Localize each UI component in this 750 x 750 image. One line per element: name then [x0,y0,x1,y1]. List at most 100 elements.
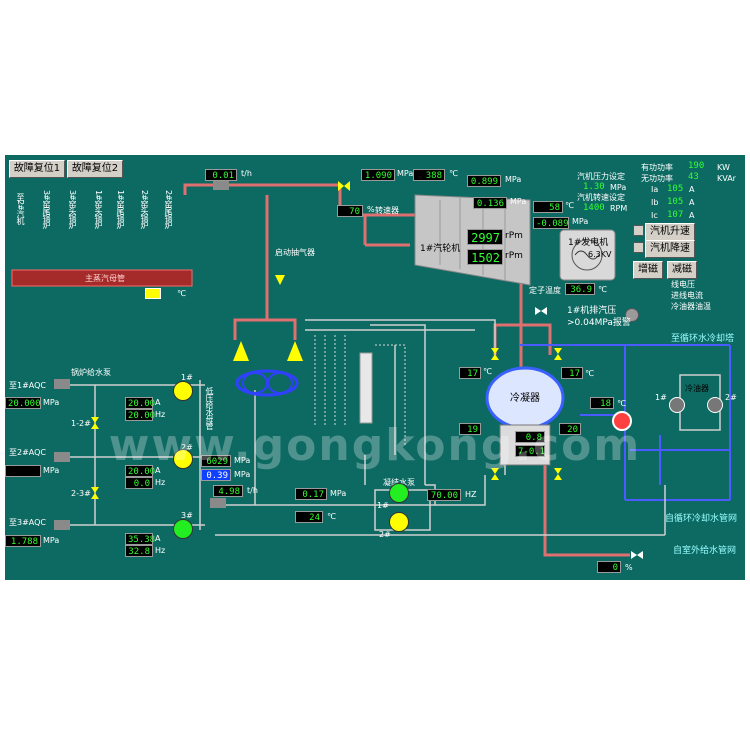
steam-flow-unit: t/h [241,169,252,178]
feed-valve-1-2-icon[interactable] [91,417,99,429]
main-steam-header-label: 主蒸汽母管 [85,274,125,283]
feed-line-3-unit: MPa [43,536,60,545]
feed-pump-2-current-unit: A [155,466,161,475]
feed-valve-2-3-icon[interactable] [91,487,99,499]
current-ic-value: 107 [667,210,684,220]
turbine-inlet-pressure: 0.136 [473,197,507,209]
exhaust-alarm-line-1: 1#机排汽压 [567,306,617,316]
feed-line-1-label: 至1#AQC [9,381,47,390]
condenser-valve-bl-icon[interactable] [491,468,499,480]
current-ib-unit: A [689,198,695,207]
outside-flow-unit: % [625,563,633,572]
main-steam-right-pressure: 0.899 [467,175,501,187]
feed-pump-3-freq-unit: Hz [155,546,166,555]
header-boiler-label: 2#窑头锅炉 [140,190,149,228]
feed-pump-label: 锅炉给水泵 [71,368,111,377]
active-power-label: 有功功率 [641,163,673,172]
current-ic-label: Ic [651,211,658,220]
header-temp-unit: ℃ [177,289,186,298]
condenser-valve-tr-icon[interactable] [554,348,562,360]
condensate-pressure: 0.17 [295,488,327,500]
condensate-pump-1-icon[interactable] [389,483,409,503]
start-ejector-label: 启动抽气器 [275,248,315,257]
pressure-setpoint-value[interactable]: 1.30 [583,182,605,192]
scada-panel: 故障复位1 故障复位2 至2#汽机 3#窑尾锅炉 3#窑头锅炉 1#窑头锅炉 1… [5,155,745,580]
feed-pump-2-freq: 0.0 [125,477,153,489]
current-ia-label: Ia [651,185,659,194]
feed-header-pressure: 6029 [201,455,231,467]
indicator-line-current: 进线电流 [671,291,703,300]
oil-cooler-pump-2-label: 2# [725,393,737,402]
alarm-lamp-icon [625,308,639,322]
outside-water-label: 自室外给水管网 [673,546,737,556]
generator-label: 1#发电机 [568,238,609,248]
outside-water-valve-icon[interactable] [631,551,643,559]
indicator-line-voltage: 线电压 [671,280,695,289]
condenser-mid-temp-unit: ℃ [617,399,626,408]
cooling-tower-label: 至循环水冷却塔 [671,334,735,344]
reactive-power-value: 43 [688,172,699,182]
current-ia-value: 105 [667,184,684,194]
ejector-left-icon [233,341,249,361]
pressure-setpoint-unit: MPa [610,183,627,192]
turbine-down-checkbox[interactable] [633,242,644,253]
circulating-pump-icon[interactable] [612,411,632,431]
turbine-speed-1: 2997 [467,229,503,245]
fault-reset-1-button[interactable]: 故障复位1 [9,160,65,178]
condensate-temp: 24 [295,511,323,523]
turbine-label: 1#汽轮机 [420,244,461,254]
turbine-speed-2: 1502 [467,249,503,265]
feed-pump-1-current: 20.00 [125,397,155,409]
speed-setpoint-value[interactable]: 1400 [583,203,605,213]
excite-button[interactable]: 增磁 [633,261,663,279]
condensate-pressure-unit: MPa [330,489,347,498]
turbine-up-button[interactable]: 汽机升速 [645,223,695,241]
de-excite-button[interactable]: 减磁 [667,261,697,279]
exhaust-valve-icon[interactable] [535,307,547,315]
condenser-level-2: 7-0.1 [515,445,545,457]
feed-pump-3-freq: 32.8 [125,545,153,557]
feed-pump-1-freq-unit: Hz [155,410,166,419]
feed-line-1-pressure: 20.000 [5,397,41,409]
condenser-temp-right: 17 [561,367,583,379]
condenser-valve-tl-icon[interactable] [491,348,499,360]
header-status-indicator [145,288,161,299]
turbine-negative-pressure-unit: MPa [572,217,589,226]
current-ic-unit: A [689,211,695,220]
feed-pump-3-current: 35.38 [125,533,155,545]
feed-line-2-unit: MPa [43,466,60,475]
turbine-down-button[interactable]: 汽机降速 [645,240,695,258]
feed-header-level: 0.39 [201,469,231,481]
condensate-pump-2-icon[interactable] [389,512,409,532]
header-boiler-label: 至2#汽机 [16,193,25,224]
turbine-inlet-temp: 58 [533,201,563,213]
feed-valve-2-3-label: 2-3# [71,489,91,498]
oil-pump-1-icon[interactable] [669,397,685,413]
feed-pump-3-icon[interactable] [173,519,193,539]
condenser-temp-left: 17 [459,367,481,379]
fault-reset-2-button[interactable]: 故障复位2 [67,160,123,178]
oil-pump-2-icon[interactable] [707,397,723,413]
main-steam-pressure: 1.090 [361,169,395,181]
condenser-bottom-right: 20 [559,423,581,435]
feed-line-3-label: 至3#AQC [9,518,47,527]
steam-flow-value: 0.01 [205,169,237,181]
oil-cooler-label: 冷油器 [685,384,709,393]
reactive-power-label: 无功功率 [641,174,673,183]
condensate-pump-1-name: 1# [377,501,389,510]
main-steam-pressure-unit: MPa [397,169,414,178]
stator-temp-value: 36.9 [565,283,595,295]
condenser-label: 冷凝器 [510,393,540,404]
feed-pump-1-icon[interactable] [173,381,193,401]
ejector-icon [275,275,285,285]
turbine-up-checkbox[interactable] [633,225,644,236]
main-steam-valve-icon[interactable] [338,181,350,191]
feed-pump-2-icon[interactable] [173,449,193,469]
header-boiler-label: 2#窑尾锅炉 [164,190,173,228]
condenser-temp-left-unit: ℃ [483,367,492,376]
feed-pump-1-name: 1# [181,373,193,382]
condensate-pump-2-name: 2# [379,530,391,539]
feed-line-3-pressure: 1.788 [5,535,41,547]
condenser-valve-br-icon[interactable] [554,468,562,480]
active-power-unit: KW [717,163,730,172]
